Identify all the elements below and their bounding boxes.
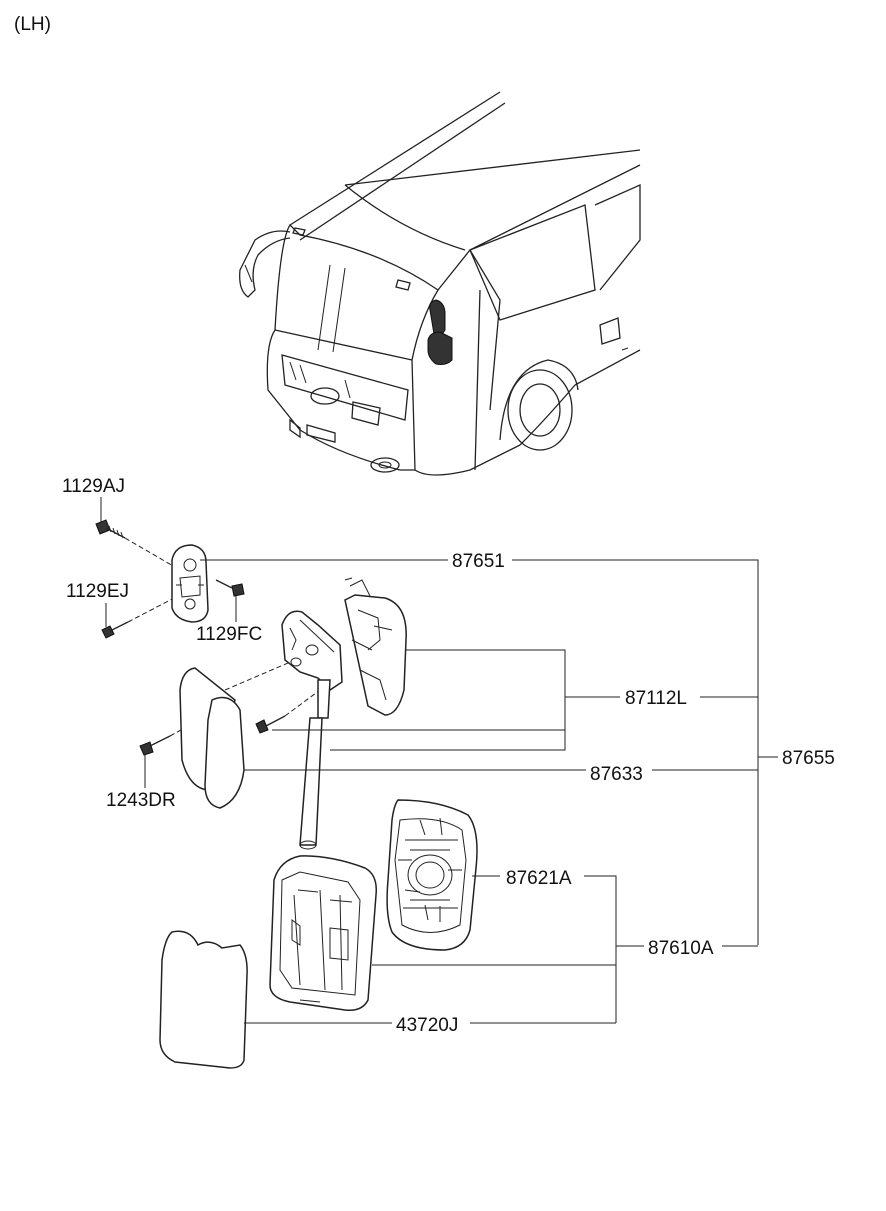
screw-87112l: [255, 715, 286, 734]
arm-bracket-87112l: [281, 610, 343, 850]
side-indicator: (LH): [14, 14, 51, 35]
mirror-glass-87621a: [386, 799, 478, 951]
label-1129fc: 1129FC: [196, 624, 262, 645]
label-1129aj: 1129AJ: [62, 476, 125, 497]
label-1129ej: 1129EJ: [66, 581, 129, 602]
arm-cover-87112l: [344, 577, 407, 716]
bolt-1129aj-guide: [124, 537, 181, 571]
mount-bracket-87651: [171, 544, 209, 623]
vehicle-illustration: [239, 91, 641, 476]
screw-1129fc: [215, 579, 245, 597]
label-87621a: 87621A: [506, 868, 572, 889]
label-43720j: 43720J: [396, 1015, 458, 1036]
label-87633: 87633: [590, 764, 643, 785]
screw-1129ej-guide: [127, 595, 179, 623]
screw-1243dr: [139, 735, 171, 756]
mount-guide: [224, 659, 296, 691]
mirror-housing-87610a: [269, 855, 378, 1012]
leader-lines: [100, 497, 778, 1024]
label-87651: 87651: [452, 551, 505, 572]
screw-1129ej: [101, 621, 129, 639]
label-1243dr: 1243DR: [106, 790, 176, 811]
mirror-shell-43720j: [159, 930, 248, 1069]
label-87112l: 87112L: [625, 688, 687, 709]
label-87610a: 87610A: [648, 938, 714, 959]
label-87655: 87655: [782, 748, 835, 769]
bolt-1129aj: [95, 519, 126, 539]
mirror-cover-87633: [179, 667, 245, 809]
screw-87112l-guide: [284, 689, 321, 717]
